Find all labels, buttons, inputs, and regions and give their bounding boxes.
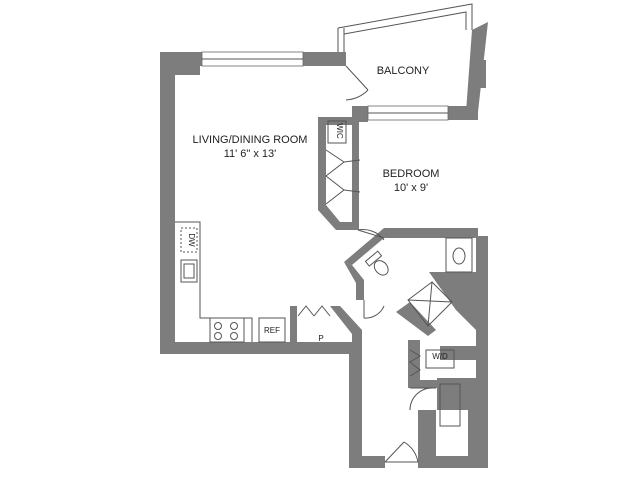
balcony-name: BALCONY [377, 65, 430, 77]
refrigerator-label: REF [264, 326, 280, 335]
exterior-walls [160, 22, 488, 468]
entry-door [384, 441, 419, 463]
hall-closet-door [409, 387, 436, 411]
living-room-size: 11' 6" x 13' [224, 148, 277, 160]
bedroom-closet-doors [325, 149, 345, 205]
balcony-outline [337, 3, 473, 52]
kitchen-sink [180, 259, 198, 283]
wic-label: WIC [335, 123, 344, 139]
windows [201, 51, 449, 121]
labels: LIVING/DINING ROOM 11' 6" x 13' BALCONY … [187, 65, 448, 361]
bedroom-door [357, 229, 385, 241]
dishwasher-label: DW [187, 233, 196, 247]
refrigerator [258, 317, 286, 343]
balcony-door [345, 65, 369, 101]
bath-door [363, 300, 385, 319]
doors [297, 65, 461, 463]
dishwasher [180, 227, 198, 253]
wd-doors [409, 349, 421, 377]
toilet [364, 250, 389, 276]
living-room-name: LIVING/DINING ROOM [193, 134, 308, 146]
bedroom-name: BEDROOM [383, 168, 440, 180]
kitchen [175, 221, 286, 343]
pantry-label: P [318, 334, 323, 343]
pantry-doors [297, 305, 331, 317]
wd-label: W/D [432, 352, 448, 361]
bedroom-size: 10' x 9' [394, 182, 428, 194]
bathroom [364, 237, 473, 327]
stove [209, 317, 245, 343]
bath-sink [445, 237, 473, 273]
interior-walls [290, 106, 478, 456]
